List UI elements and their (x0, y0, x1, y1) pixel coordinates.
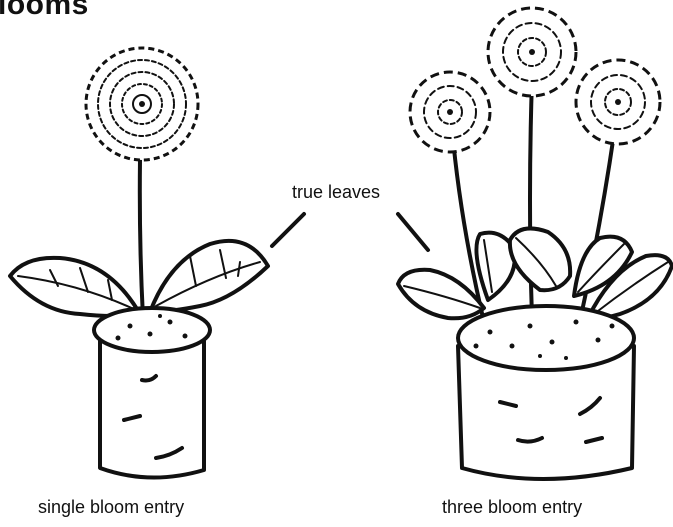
single-bloom-caption: single bloom entry (38, 497, 184, 518)
single-pot (94, 308, 210, 478)
single-leaf-right (150, 241, 268, 312)
true-leaves-label: true leaves (292, 182, 380, 203)
three-bloom-pot (458, 306, 634, 479)
bloom-head-center (488, 8, 576, 96)
three-bloom-plant (398, 8, 672, 479)
single-stem (140, 160, 143, 318)
leaf-center (510, 228, 570, 290)
single-leaf-left (10, 258, 140, 316)
pointer-line-right (398, 214, 428, 250)
single-bloom-head (86, 48, 198, 160)
bloom-head-right (576, 60, 660, 144)
bloom-head-left (410, 72, 490, 152)
leaf-far-left (398, 270, 484, 319)
single-bloom-plant (10, 48, 268, 478)
pointer-line-left (272, 214, 304, 246)
three-bloom-caption: three bloom entry (442, 497, 582, 518)
